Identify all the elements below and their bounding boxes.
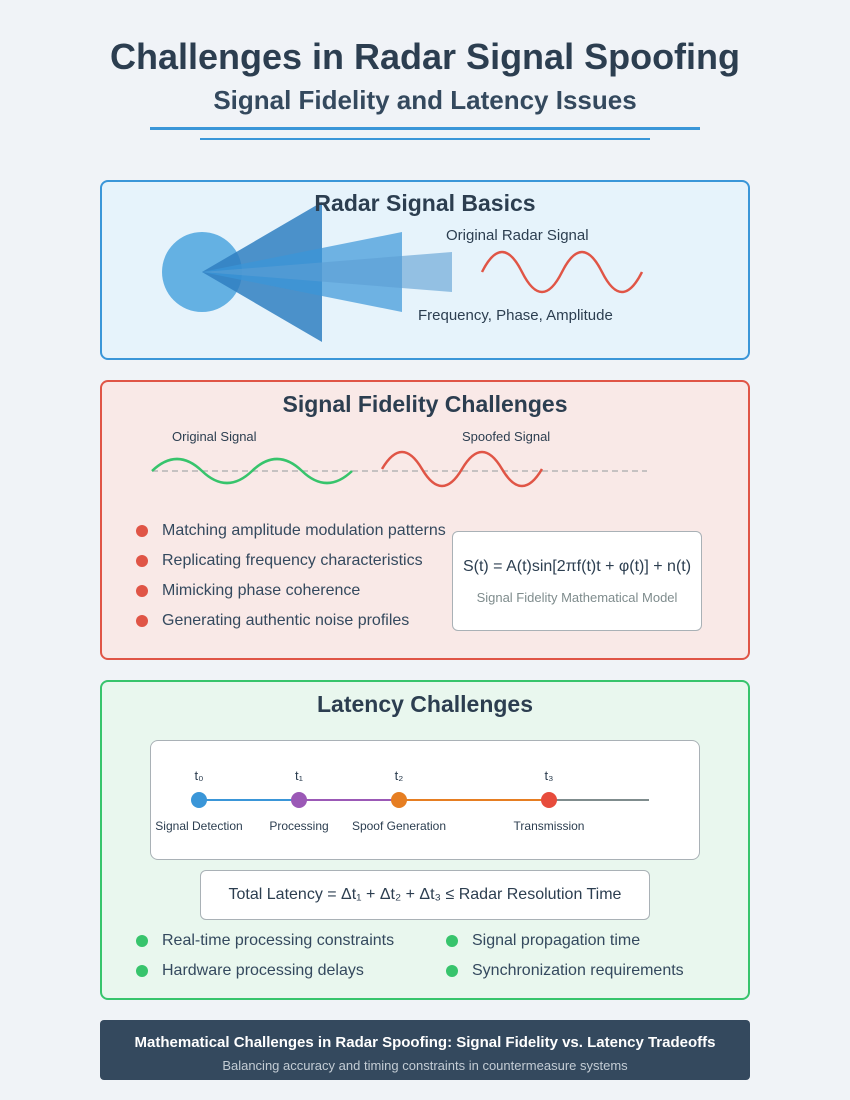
footer-subtitle: Balancing accuracy and timing constraint… bbox=[222, 1058, 628, 1073]
latency-formula-box: Total Latency = Δt₁ + Δt₂ + Δt₃ ≤ Radar … bbox=[200, 870, 650, 920]
footer-title: Mathematical Challenges in Radar Spoofin… bbox=[134, 1034, 716, 1051]
original-signal-label: Original Signal bbox=[172, 429, 257, 444]
original-radar-signal-label: Original Radar Signal bbox=[446, 227, 589, 244]
radar-basics-panel: Radar Signal Basics Original Radar Signa… bbox=[100, 180, 750, 360]
bullet-dot-icon bbox=[136, 935, 148, 947]
fidelity-bullet: Generating authentic noise profiles bbox=[136, 611, 446, 641]
original-signal-wave bbox=[151, 457, 353, 485]
latency-panel: Latency Challenges t₀ t₁ t₂ t₃ Signal De… bbox=[100, 680, 750, 1000]
timeline-label-transmission: Transmission bbox=[513, 819, 585, 833]
radar-beam-narrow bbox=[202, 252, 452, 292]
timeline-node-t2 bbox=[391, 792, 407, 808]
timeline-node-t3 bbox=[541, 792, 557, 808]
latency-bullet: Signal propagation time bbox=[446, 931, 684, 961]
bullet-dot-icon bbox=[136, 585, 148, 597]
fidelity-panel: Signal Fidelity Challenges Original Sign… bbox=[100, 380, 750, 660]
spoofed-signal-label: Spoofed Signal bbox=[462, 429, 551, 444]
latency-bullet: Hardware processing delays bbox=[136, 961, 394, 991]
signal-properties-label: Frequency, Phase, Amplitude bbox=[418, 307, 613, 324]
title-underline-secondary bbox=[200, 138, 650, 140]
bullet-dot-icon bbox=[136, 615, 148, 627]
radar-basics-title: Radar Signal Basics bbox=[314, 190, 536, 216]
timeline-symbol-t3: t₃ bbox=[544, 768, 554, 783]
spoofed-signal-wave bbox=[380, 450, 544, 488]
page-title: Challenges in Radar Signal Spoofing bbox=[109, 36, 741, 77]
latency-bullet-list-left: Real-time processing constraints Hardwar… bbox=[136, 931, 394, 991]
timeline-label-processing: Processing bbox=[269, 819, 329, 833]
footer-banner: Mathematical Challenges in Radar Spoofin… bbox=[100, 1020, 750, 1080]
timeline-node-t0 bbox=[191, 792, 207, 808]
latency-timeline-box: t₀ t₁ t₂ t₃ Signal Detection Processing … bbox=[150, 740, 700, 860]
latency-title: Latency Challenges bbox=[316, 691, 534, 717]
latency-formula: Total Latency = Δt₁ + Δt₂ + Δt₃ ≤ Radar … bbox=[228, 886, 622, 903]
latency-bullet: Synchronization requirements bbox=[446, 961, 684, 991]
timeline-symbol-t1: t₁ bbox=[295, 768, 303, 783]
title-underline-primary bbox=[150, 127, 700, 130]
latency-timeline-graphic bbox=[191, 792, 649, 808]
fidelity-formula-caption: Signal Fidelity Mathematical Model bbox=[476, 590, 678, 605]
fidelity-bullet-list: Matching amplitude modulation patterns R… bbox=[136, 521, 446, 641]
bullet-dot-icon bbox=[446, 935, 458, 947]
fidelity-bullet: Mimicking phase coherence bbox=[136, 581, 446, 611]
bullet-dot-icon bbox=[136, 555, 148, 567]
page-subtitle: Signal Fidelity and Latency Issues bbox=[213, 85, 637, 115]
timeline-node-t1 bbox=[291, 792, 307, 808]
latency-bullet-list-right: Signal propagation time Synchronization … bbox=[446, 931, 684, 991]
fidelity-formula: S(t) = A(t)sin[2πf(t)t + φ(t)] + n(t) bbox=[462, 558, 692, 575]
fidelity-formula-box: S(t) = A(t)sin[2πf(t)t + φ(t)] + n(t) Si… bbox=[452, 531, 702, 631]
radar-signal-wave bbox=[480, 250, 644, 294]
fidelity-wave-graphic bbox=[151, 450, 647, 488]
timeline-symbol-t0: t₀ bbox=[194, 768, 204, 783]
timeline-label-detection: Signal Detection bbox=[155, 819, 243, 833]
fidelity-title: Signal Fidelity Challenges bbox=[282, 391, 568, 417]
fidelity-bullet: Matching amplitude modulation patterns bbox=[136, 521, 446, 551]
bullet-dot-icon bbox=[446, 965, 458, 977]
timeline-label-generation: Spoof Generation bbox=[351, 819, 447, 833]
bullet-dot-icon bbox=[136, 525, 148, 537]
latency-bullet: Real-time processing constraints bbox=[136, 931, 394, 961]
bullet-dot-icon bbox=[136, 965, 148, 977]
fidelity-bullet: Replicating frequency characteristics bbox=[136, 551, 446, 581]
radar-basics-graphic bbox=[162, 202, 644, 342]
timeline-symbol-t2: t₂ bbox=[394, 768, 404, 783]
